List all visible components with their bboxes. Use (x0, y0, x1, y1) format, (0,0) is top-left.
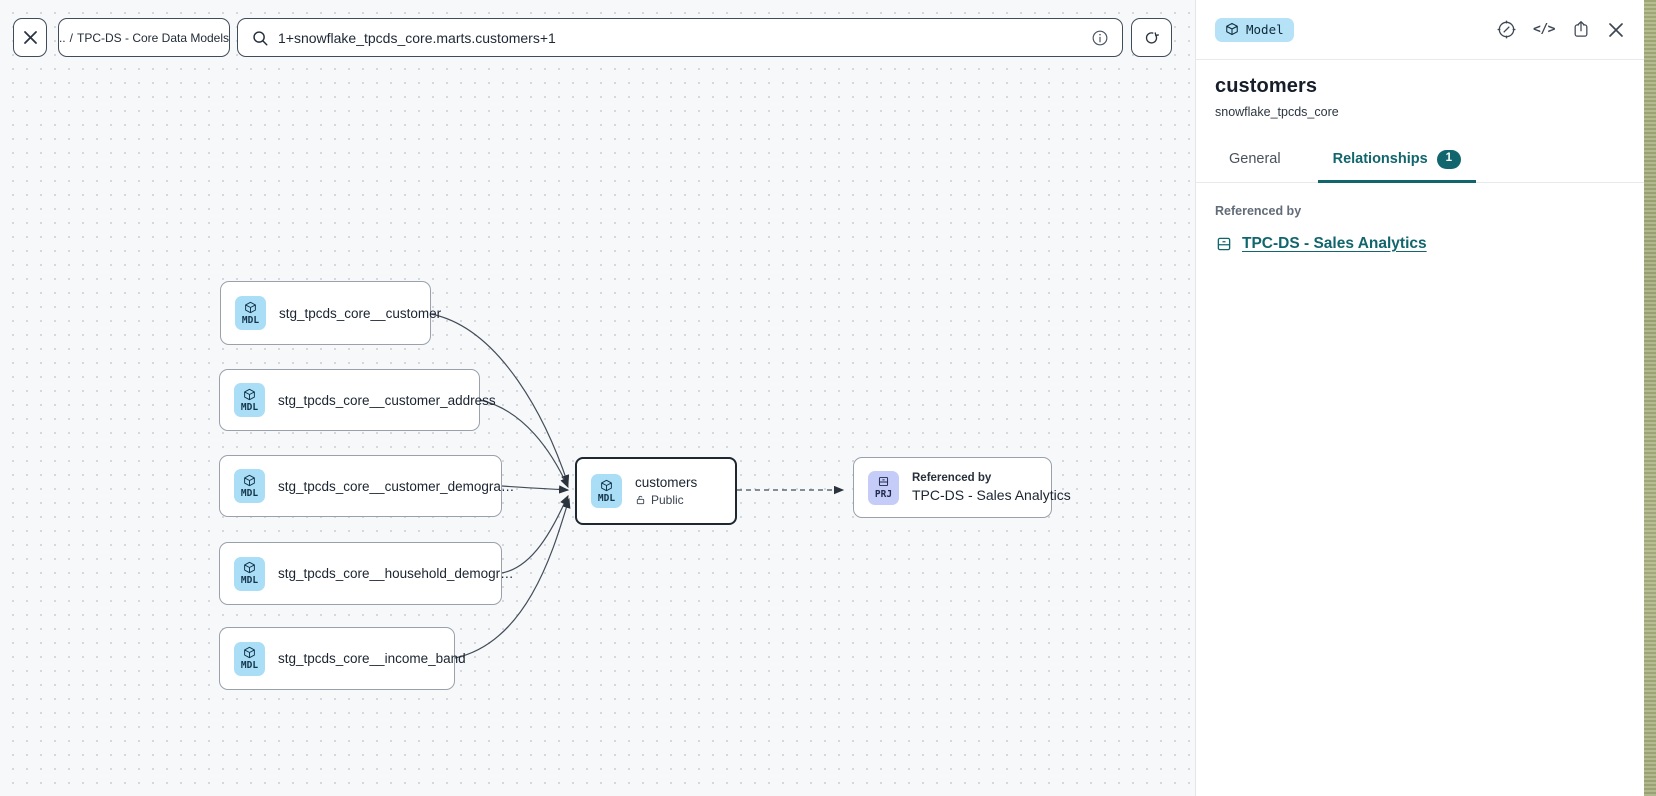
model-node-badge: MDL (234, 383, 265, 417)
cube-icon (243, 474, 256, 487)
refresh-lineage-button[interactable] (1131, 18, 1172, 57)
graph-node-stg-customer[interactable]: MDL stg_tpcds_core__customer (220, 281, 441, 345)
breadcrumb-separator: / (69, 30, 73, 45)
panel-subtitle: snowflake_tpcds_core (1215, 105, 1339, 119)
model-node-badge: MDL (235, 296, 266, 330)
close-lineage-button[interactable] (13, 18, 47, 57)
view-code-icon[interactable]: </> (1533, 22, 1555, 37)
node-badge-label: MDL (240, 487, 259, 499)
graph-node-stg-income-band[interactable]: MDL stg_tpcds_core__income_band (219, 627, 466, 690)
search-input[interactable] (278, 29, 1082, 46)
lineage-search-bar[interactable] (237, 18, 1123, 57)
graph-node-project-sales-analytics[interactable]: PRJ Referenced by TPC-DS - Sales Analyti… (853, 457, 1071, 518)
tab-label: General (1229, 151, 1281, 168)
breadcrumb[interactable]: .. / TPC-DS - Core Data Models (58, 18, 230, 57)
model-node-badge: MDL (234, 556, 265, 591)
project-drawer-icon (877, 475, 890, 488)
cube-icon (243, 646, 256, 659)
details-panel: Model </> customers sn (1195, 0, 1644, 796)
close-icon (23, 30, 38, 45)
node-label: customers (635, 475, 698, 490)
visibility-label: Public (651, 493, 684, 507)
node-label: TPC-DS - Sales Analytics (912, 487, 1071, 503)
cube-icon (1225, 22, 1239, 36)
panel-title: customers (1215, 75, 1318, 97)
referenced-project-row[interactable]: TPC-DS - Sales Analytics (1215, 235, 1625, 253)
node-label: stg_tpcds_core__customer (279, 305, 442, 321)
relationships-count-badge: 1 (1436, 150, 1462, 169)
search-icon (251, 29, 269, 47)
node-label: stg_tpcds_core__household_demogr… (278, 566, 514, 581)
desktop-wallpaper-strip (1644, 0, 1656, 796)
tab-general[interactable]: General (1214, 150, 1296, 182)
node-badge-label: MDL (240, 575, 259, 587)
graph-node-customers-selected[interactable]: MDL customers Public (575, 457, 737, 525)
node-label: stg_tpcds_core__customer_address (278, 392, 496, 408)
cube-icon (244, 301, 257, 314)
explore-compass-icon[interactable] (1496, 19, 1517, 40)
cube-icon (600, 479, 613, 492)
referenced-by-label: Referenced by (1215, 203, 1302, 218)
node-badge-label: MDL (241, 314, 260, 326)
refresh-icon (1142, 28, 1161, 47)
share-icon[interactable] (1571, 19, 1591, 40)
node-eyebrow: Referenced by (912, 472, 992, 484)
model-node-badge: MDL (234, 641, 265, 676)
referenced-project-link[interactable]: TPC-DS - Sales Analytics (1242, 234, 1427, 252)
lineage-canvas[interactable]: .. / TPC-DS - Core Data Models (0, 0, 1195, 796)
model-node-badge: MDL (591, 474, 622, 508)
entity-type-label: Model (1246, 21, 1284, 37)
breadcrumb-back[interactable]: .. (58, 30, 66, 45)
panel-tabs: General Relationships 1 (1196, 150, 1644, 183)
graph-node-stg-customer-demographics[interactable]: MDL stg_tpcds_core__customer_demogra… (219, 455, 514, 517)
breadcrumb-current: TPC-DS - Core Data Models (76, 30, 230, 45)
cube-icon (243, 561, 256, 574)
graph-node-stg-customer-address[interactable]: MDL stg_tpcds_core__customer_address (219, 369, 496, 431)
node-badge-label: MDL (240, 660, 259, 672)
node-badge-label: MDL (597, 492, 616, 504)
entity-type-badge: Model (1215, 17, 1294, 42)
project-node-badge: PRJ (868, 470, 899, 505)
model-node-badge: MDL (234, 469, 265, 503)
node-badge-label: MDL (240, 401, 259, 413)
graph-node-stg-household-demographics[interactable]: MDL stg_tpcds_core__household_demogr… (219, 542, 514, 605)
node-badge-label: PRJ (874, 489, 893, 501)
close-panel-icon[interactable] (1607, 21, 1625, 39)
panel-header: Model </> (1196, 0, 1644, 60)
visibility-row: Public (635, 493, 697, 507)
tab-relationships[interactable]: Relationships 1 (1317, 150, 1477, 182)
project-drawer-icon (1215, 235, 1233, 253)
node-label: stg_tpcds_core__income_band (278, 651, 466, 666)
info-icon[interactable] (1091, 29, 1109, 47)
tab-label: Relationships (1332, 151, 1428, 168)
lineage-edges (430, 313, 845, 659)
relationships-content: Referenced by TPC-DS - Sales Analytics (1196, 183, 1644, 274)
cube-icon (243, 388, 256, 401)
unlock-icon (635, 494, 646, 506)
node-label: stg_tpcds_core__customer_demogra… (278, 478, 515, 494)
